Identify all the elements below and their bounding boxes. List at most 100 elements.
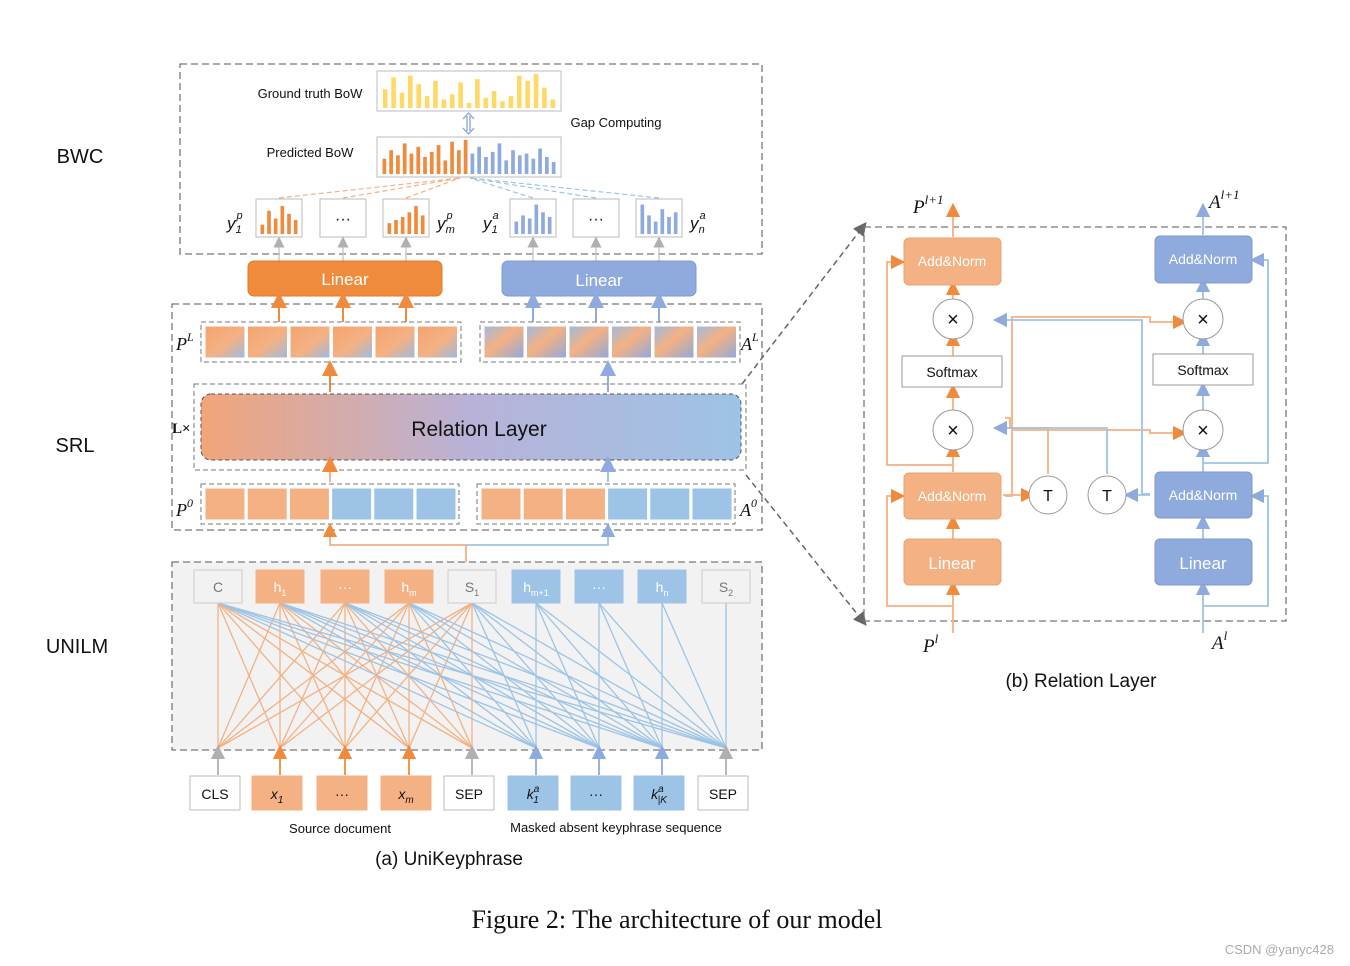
al-cell: [611, 325, 652, 359]
ground-truth-bar: [433, 80, 438, 108]
a-add-norm-bottom: [1154, 471, 1253, 519]
input-token: [443, 775, 495, 811]
predicted-bar: [544, 157, 549, 174]
input-token: [189, 775, 241, 811]
ypm-bar: [387, 223, 392, 234]
zoom-line-bottom: [745, 474, 867, 626]
attention-line: [217, 602, 600, 749]
a0-cell: [522, 487, 564, 521]
ground-truth-label: Ground truth BoW: [258, 86, 363, 101]
ground-truth-bar: [441, 99, 447, 108]
predicted-bar: [450, 141, 454, 174]
ground-truth-bar: [416, 84, 422, 108]
a-multiply-bottom-label: ×: [1197, 420, 1209, 442]
attention-line: [471, 602, 727, 749]
p-add-norm-top: [903, 237, 1002, 286]
predicted-bar: [456, 150, 461, 174]
hidden-token: [193, 569, 243, 604]
input-token: [316, 775, 368, 811]
predicted-bar: [511, 150, 515, 174]
ypm-bar: [394, 220, 398, 234]
predicted-chart: [376, 136, 562, 178]
ypm-bar: [414, 206, 418, 234]
srl-section-label: SRL: [56, 435, 95, 457]
predicted-bar: [389, 150, 394, 174]
predicted-bars: [382, 140, 556, 174]
ground-truth-bar: [399, 92, 405, 108]
a0-cell: [607, 487, 649, 521]
ground-truth-bars: [382, 74, 556, 108]
ground-truth-bar: [458, 82, 463, 108]
yan-bar: [653, 221, 658, 234]
hidden-token-label: S2: [719, 579, 733, 598]
bwc-section-label: BWC: [57, 146, 104, 168]
ypm-bar: [400, 216, 405, 234]
relation-connections: [886, 202, 1269, 633]
ya-ellipsis: ···: [588, 211, 604, 228]
hidden-token: [384, 569, 434, 604]
attention-line: [661, 602, 727, 749]
yp1-bar: [293, 220, 298, 234]
al-label: AL: [740, 330, 759, 354]
attention-line: [217, 602, 473, 749]
ground-truth-bar: [550, 99, 556, 108]
input-token: [633, 775, 685, 811]
source-document-label: Source document: [289, 821, 391, 836]
p-add-norm-top-label: Add&Norm: [918, 253, 986, 269]
a-multiply-bottom: [1182, 409, 1224, 451]
masked-seq-label: Masked absent keyphrase sequence: [510, 820, 722, 835]
figure-caption: Figure 2: The architecture of our model: [471, 905, 882, 934]
ground-truth-bar: [533, 74, 539, 108]
yp1-bar: [267, 210, 271, 234]
a-transpose-label: T: [1102, 488, 1112, 505]
unilm-section-label: UNILM: [46, 636, 108, 658]
input-token: [507, 775, 559, 811]
a-linear: [1154, 538, 1253, 586]
attention-line: [217, 602, 727, 749]
ground-truth-chart: [376, 70, 562, 112]
p-transpose-label: T: [1043, 488, 1053, 505]
ypm-bar: [420, 215, 425, 234]
ground-truth-bar: [500, 101, 505, 108]
lx-label: L×: [172, 421, 191, 437]
pl-label: PL: [175, 330, 194, 354]
p-in-label: Pl: [922, 631, 939, 657]
relation-layer-label: Relation Layer: [411, 418, 546, 441]
pl-cell: [247, 325, 288, 359]
attention-lines: [210, 602, 734, 775]
predicted-bar: [524, 153, 529, 174]
ground-truth-bar: [466, 102, 472, 108]
hidden-token: [701, 569, 751, 604]
ya1-bars: [514, 204, 552, 234]
predicted-bar: [504, 160, 509, 174]
input-token-label: CLS: [201, 786, 228, 802]
a0-cells: [480, 487, 733, 521]
predicted-label: Predicted BoW: [267, 145, 354, 160]
ground-truth-bar: [382, 89, 388, 108]
srl-box: [171, 303, 763, 531]
linear-a-label: Linear: [575, 271, 623, 290]
pl-group: [200, 321, 462, 363]
predicted-bar: [396, 155, 400, 174]
zoom-line-top: [741, 222, 867, 385]
ground-truth-bar: [542, 87, 547, 108]
predicted-bar: [409, 153, 414, 174]
input-token-label: SEP: [709, 786, 737, 802]
ground-truth-bar: [424, 96, 430, 108]
watermark: CSDN @yanyc428: [1225, 942, 1334, 957]
p-softmax-label: Softmax: [926, 364, 977, 380]
linear-p-label: Linear: [321, 270, 369, 289]
a-in-label: Al: [1210, 628, 1228, 654]
a-multiply-top-label: ×: [1197, 309, 1209, 331]
p-linear: [903, 538, 1002, 586]
predicted-bar: [416, 146, 421, 174]
p-multiply-bottom-label: ×: [947, 420, 959, 442]
unilm-to-srl-arrows: [322, 522, 616, 562]
ya-ellipsis-box: [572, 198, 620, 238]
